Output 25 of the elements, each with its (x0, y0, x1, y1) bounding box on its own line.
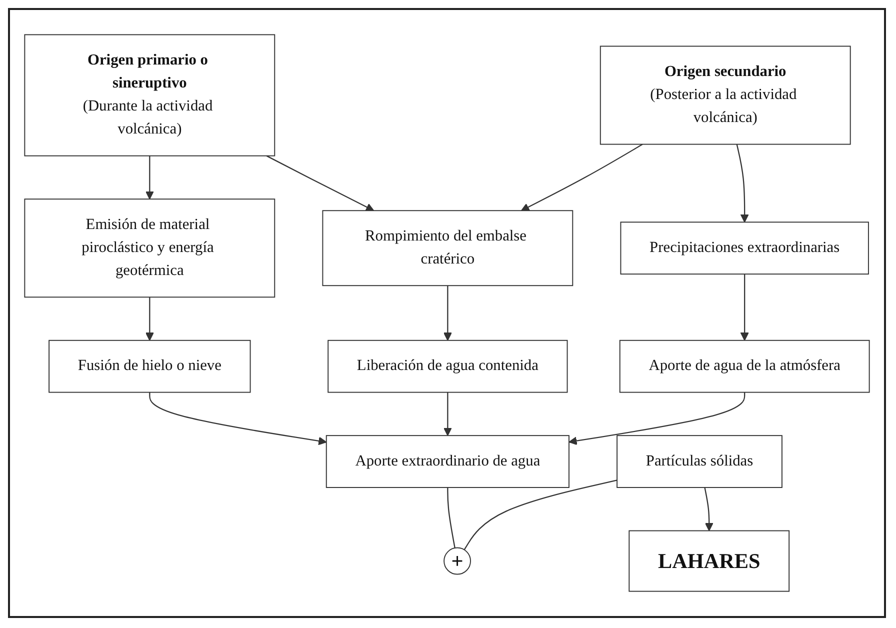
arrow (520, 144, 643, 211)
node-box: Aporte extraordinario de agua (326, 435, 570, 488)
node-box: Precipitaciones extraordinarias (620, 222, 869, 275)
arrow (443, 392, 452, 436)
arrow (740, 274, 749, 341)
node-box: Rompimiento del embalse cratérico (322, 210, 574, 286)
node-circle: + (444, 547, 472, 575)
arrow (266, 155, 374, 211)
arrow (568, 392, 746, 446)
node-box: LAHARES (628, 530, 790, 592)
arrow (145, 156, 154, 200)
arrow (704, 487, 714, 532)
node-box: Emisión de material piroclástico y energía geotérmica (24, 198, 276, 298)
arrow (443, 286, 452, 341)
node-box: Fusión de hielo o nieve (48, 340, 251, 393)
node-box: Origen primario o sineruptivo (Durante la actividad volcánica) (24, 34, 276, 156)
arrow (145, 297, 154, 341)
connector (464, 480, 618, 550)
node-box: Partículas sólidas (616, 435, 782, 488)
node-box: Aporte de agua de la atmósfera (619, 340, 870, 393)
node-box: Origen secundario (Posterior a la actividad volcánica) (600, 46, 851, 145)
arrow (149, 392, 327, 446)
arrow (736, 144, 749, 223)
node-box: Liberación de agua contenida (328, 340, 568, 393)
connector (447, 487, 456, 548)
